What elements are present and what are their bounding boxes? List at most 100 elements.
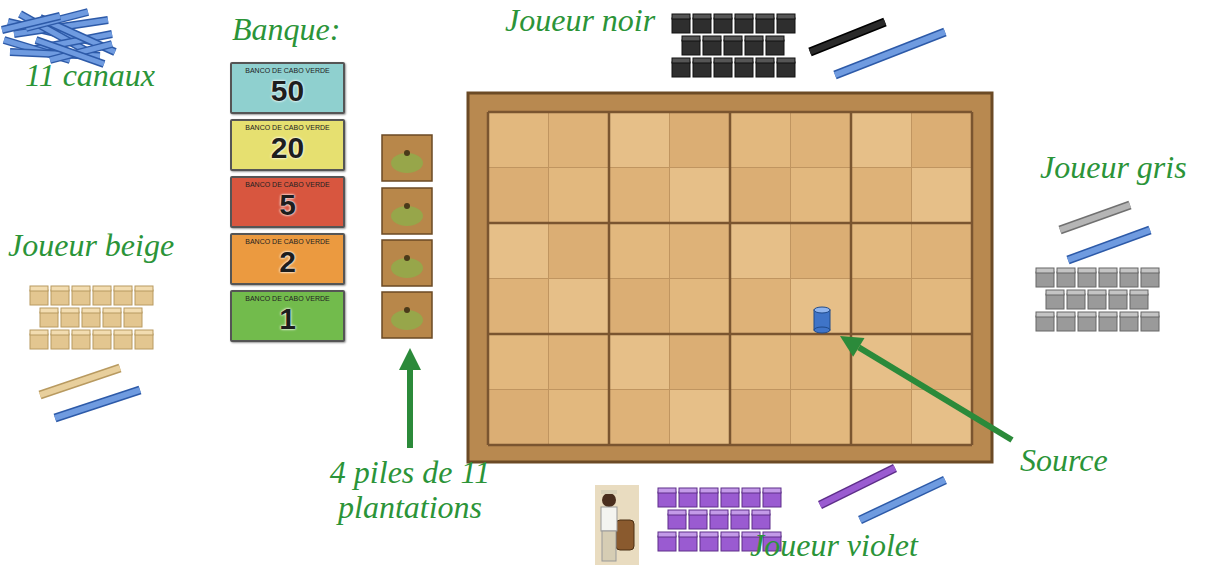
board-region-line [488, 333, 972, 336]
building-block-top [1099, 312, 1117, 317]
building-block [658, 536, 676, 551]
pointer-head [399, 348, 421, 370]
building-block-top [731, 510, 749, 515]
farmer-trousers [602, 531, 616, 561]
banknote-value: 20 [232, 131, 343, 164]
building-block [731, 514, 749, 529]
board-cell [791, 112, 852, 168]
building-block [721, 536, 739, 551]
building-block-top [1057, 312, 1075, 317]
board-cell [851, 279, 912, 335]
building-block-top [114, 330, 132, 335]
plantation-plant [404, 307, 410, 313]
building-block-top [103, 308, 121, 313]
building-block [721, 492, 739, 507]
building-block-top [742, 488, 760, 493]
board-cell [670, 168, 731, 224]
caption-label: 11 canaux [25, 58, 155, 93]
farmer-figure [594, 484, 640, 566]
building-block [735, 62, 753, 77]
building-block [1141, 316, 1159, 331]
plantation-plant [404, 203, 410, 209]
building-block [693, 18, 711, 33]
board-cell [912, 112, 973, 168]
building-block [124, 312, 142, 327]
building-block [668, 514, 686, 529]
building-block-top [679, 488, 697, 493]
banknote: BANCO DE CABO VERDE1 [230, 290, 345, 342]
caption-label: Joueur gris [1040, 150, 1187, 185]
building-block-top [735, 14, 753, 19]
game-board [468, 93, 992, 462]
building-block [114, 334, 132, 349]
building-block-top [703, 36, 721, 41]
building-block-top [1141, 312, 1159, 317]
board-cell [609, 390, 670, 446]
canal [1060, 205, 1130, 230]
building-block-top [693, 14, 711, 19]
building-block [742, 492, 760, 507]
building-block-top [1141, 268, 1159, 273]
board-cell [730, 390, 791, 446]
board-cell [488, 112, 549, 168]
board-cell [912, 168, 973, 224]
building-block [1057, 272, 1075, 287]
board-cell [791, 168, 852, 224]
board-cell [730, 112, 791, 168]
banknote-value: 1 [232, 302, 343, 335]
board-cell [851, 223, 912, 279]
building-block-top [724, 36, 742, 41]
building-block [1078, 316, 1096, 331]
canal-edge [40, 368, 120, 395]
building-block-top [777, 14, 795, 19]
building-block-top [51, 330, 69, 335]
board-cell [670, 390, 731, 446]
building-block [714, 62, 732, 77]
building-block-top [93, 330, 111, 335]
source-top [814, 307, 830, 313]
board-cell [609, 168, 670, 224]
canal-edge [55, 390, 140, 418]
building-block-top [1078, 268, 1096, 273]
building-block-top [61, 308, 79, 313]
plantation-tile [382, 188, 432, 234]
building-block [1046, 294, 1064, 309]
board-cell [730, 279, 791, 335]
building-block [679, 492, 697, 507]
board-cell [549, 112, 610, 168]
building-block-top [1078, 312, 1096, 317]
building-block-top [700, 488, 718, 493]
building-block-top [1036, 268, 1054, 273]
board-cell [609, 279, 670, 335]
building-block [1078, 272, 1096, 287]
building-block-top [679, 532, 697, 537]
building-block-top [714, 14, 732, 19]
building-block [693, 62, 711, 77]
board-cell [488, 334, 549, 390]
building-block-top [658, 488, 676, 493]
banknote: BANCO DE CABO VERDE2 [230, 233, 345, 285]
board-region-line [488, 111, 972, 114]
building-block [103, 312, 121, 327]
building-block-top [1057, 268, 1075, 273]
building-block-top [1099, 268, 1117, 273]
source-cylinder [814, 307, 830, 333]
building-block [135, 334, 153, 349]
building-block [1036, 316, 1054, 331]
canal-edge [2, 16, 60, 30]
plantation-tile [382, 240, 432, 286]
building-block-top [672, 14, 690, 19]
canal-edge [1060, 205, 1130, 230]
pointer-arrow [399, 348, 421, 448]
building-block [30, 290, 48, 305]
board-cell [609, 223, 670, 279]
player-black-supply [672, 14, 945, 77]
farmer-barrel [616, 520, 634, 550]
building-block-top [693, 58, 711, 63]
bank-name: BANCO DE CABO VERDE [232, 178, 343, 188]
building-block-top [135, 330, 153, 335]
building-block [40, 312, 58, 327]
building-block-top [710, 510, 728, 515]
board-cell [912, 223, 973, 279]
